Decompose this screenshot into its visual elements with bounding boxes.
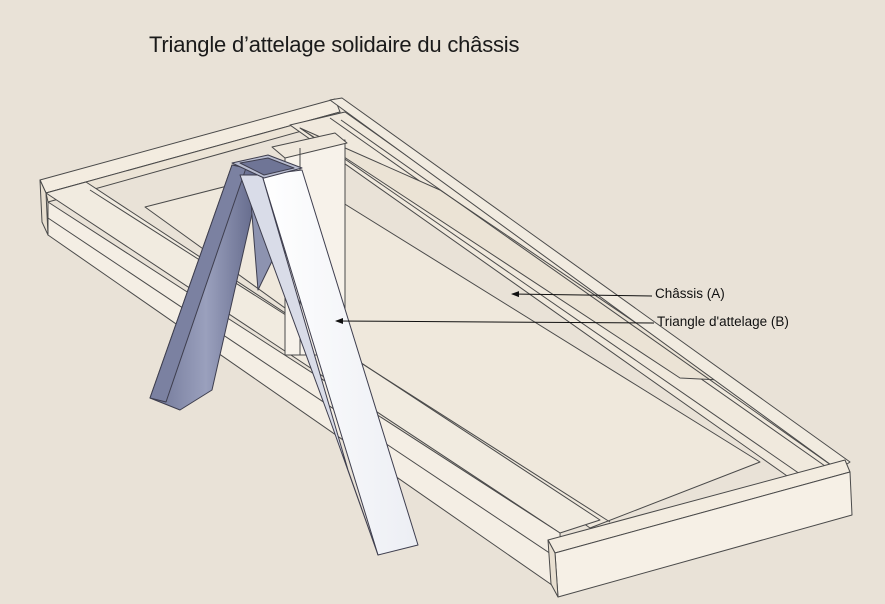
triangle-label: Triangle d'attelage (B) — [657, 314, 789, 329]
chassis-callout-arrow — [511, 291, 653, 298]
chassis-frame — [39, 97, 853, 598]
right-side-rail — [329, 97, 851, 471]
triangle-callout-arrow — [335, 318, 655, 325]
chassis-label: Châssis (A) — [655, 286, 725, 301]
hitch-triangle — [149, 154, 419, 556]
diagram-title: Triangle d’attelage solidaire du châssis — [149, 32, 520, 57]
